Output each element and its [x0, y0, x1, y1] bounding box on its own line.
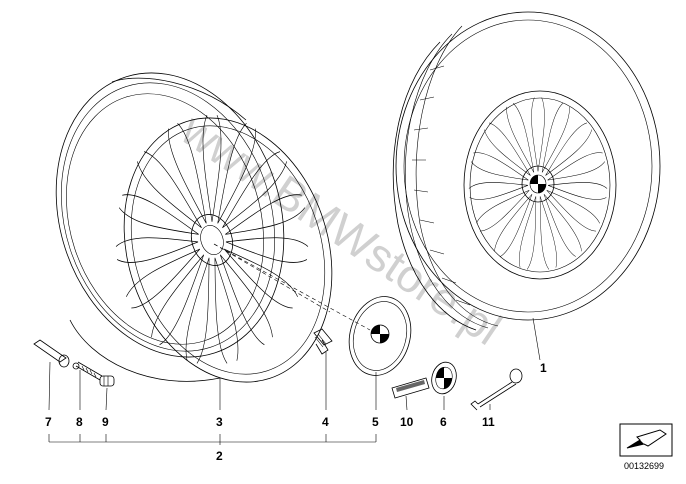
callout-7[interactable]: 7 — [45, 415, 52, 429]
badge-strip-illustration — [391, 377, 430, 399]
callout-2[interactable]: 2 — [216, 449, 223, 463]
watermark: www.BMWstore.pl — [172, 103, 511, 355]
rim-illustration — [55, 72, 333, 383]
drawing-reference-box — [619, 423, 673, 457]
callout-4[interactable]: 4 — [322, 415, 329, 429]
callout-10[interactable]: 10 — [400, 415, 414, 429]
callout-3[interactable]: 3 — [216, 415, 223, 429]
callout-6[interactable]: 6 — [440, 415, 447, 429]
callout-11[interactable]: 11 — [482, 415, 495, 429]
callout-9[interactable]: 9 — [102, 415, 109, 429]
valve-cap-illustration — [99, 375, 115, 387]
hub-cap-illustration — [348, 296, 412, 376]
tool-illustration — [470, 368, 523, 411]
callout-5[interactable]: 5 — [372, 415, 379, 429]
callout-8[interactable]: 8 — [76, 415, 83, 429]
leader-lines — [48, 317, 541, 445]
drawing-number: 00132699 — [624, 461, 664, 471]
valve-insert-illustration — [72, 361, 103, 381]
complete-wheel-illustration — [392, 11, 661, 331]
valve-illustration — [33, 339, 70, 368]
emblem-illustration — [431, 361, 457, 395]
callout-1[interactable]: 1 — [540, 361, 547, 375]
wheel-bolt-illustration — [313, 328, 333, 355]
